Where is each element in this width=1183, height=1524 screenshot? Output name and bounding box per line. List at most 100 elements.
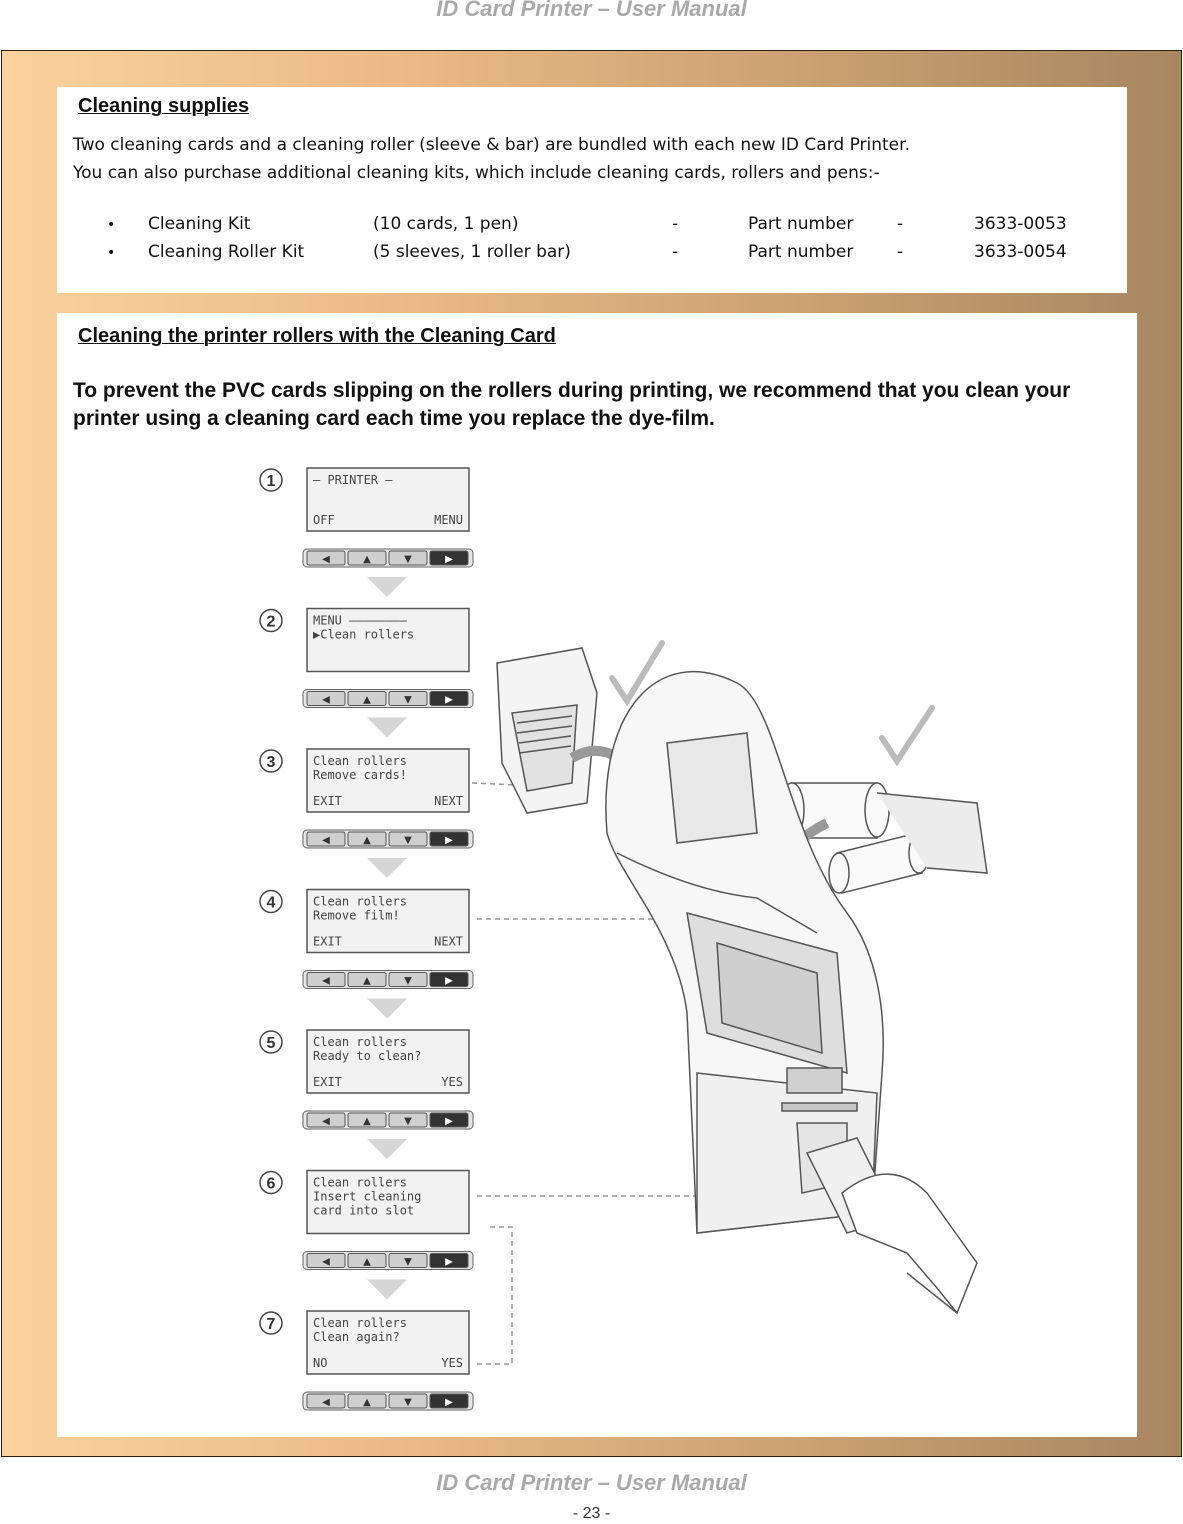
down-arrow-icon	[367, 858, 407, 878]
nav-key	[347, 691, 387, 706]
kit-name: Cleaning Kit	[148, 214, 251, 234]
arrow-down-icon: ▼	[404, 1397, 412, 1408]
lcd-screen	[306, 1310, 470, 1375]
arrow-down-icon: ▼	[404, 1257, 412, 1268]
nav-key	[429, 831, 469, 847]
lcd-softkey-right: YES	[441, 1356, 463, 1370]
step-number-badge	[259, 889, 283, 914]
arrow-left-icon: ◀	[322, 835, 330, 846]
lcd-line: card into slot	[313, 1204, 414, 1218]
separator: -	[672, 242, 679, 262]
nav-key	[306, 691, 346, 706]
step-number: 3	[267, 754, 276, 771]
lcd-line: MENU ————————	[313, 614, 408, 628]
page-number: - 23 -	[572, 1505, 611, 1522]
arrow-up-icon: ▲	[363, 976, 371, 987]
section-heading-supplies: Cleaning supplies	[78, 95, 250, 117]
part-number: 3633-0054	[974, 242, 1067, 262]
lcd-line: ▶Clean rollers	[313, 628, 414, 642]
arrow-down-icon: ▼	[404, 976, 412, 987]
arrow-right-icon: ▶	[445, 1257, 453, 1268]
nav-key	[388, 831, 428, 847]
connector-step7	[477, 1226, 513, 1365]
nav-key	[429, 972, 469, 987]
checkmark-icon	[609, 640, 665, 707]
supplies-intro-line-1: Two cleaning cards and a cleaning roller…	[73, 135, 910, 155]
running-header: ID Card Printer – User Manual	[436, 0, 747, 21]
arrow-left-icon: ◀	[322, 695, 330, 706]
down-arrow-icon	[367, 998, 407, 1019]
hand-icon	[805, 1137, 978, 1315]
arrow-right-icon: ▶	[445, 976, 453, 987]
lcd-line: Clean rollers	[313, 1176, 407, 1190]
card-hopper-icon	[496, 647, 598, 814]
arrow-down-icon: ▼	[404, 835, 412, 846]
nav-key	[388, 1112, 428, 1128]
arrow-right-icon: ▶	[445, 695, 453, 706]
ribbon-roll-icon	[779, 782, 988, 894]
lcd-screen	[306, 607, 470, 673]
step-number-badge	[259, 749, 283, 773]
lcd-line: Clean rollers	[313, 754, 407, 768]
lcd-softkey-left: EXIT	[313, 1075, 342, 1089]
section-heading-rollers: Cleaning the printer rollers with the Cl…	[78, 325, 556, 347]
step-number: 7	[267, 1316, 276, 1333]
nav-key	[347, 831, 387, 847]
arrow-up-icon: ▲	[363, 1116, 371, 1127]
supplies-intro-line-2: You can also purchase additional cleanin…	[73, 163, 880, 183]
kit-contents: (10 cards, 1 pen)	[373, 214, 519, 234]
part-number: 3633-0053	[974, 214, 1067, 234]
step-number: 2	[267, 614, 276, 631]
arrow-up-icon: ▲	[363, 554, 371, 565]
nav-key	[306, 550, 346, 566]
arrow-up-icon: ▲	[363, 1257, 371, 1268]
down-arrow-icon	[367, 1279, 407, 1300]
step-number-badge	[259, 608, 283, 633]
nav-key	[388, 550, 428, 566]
step-number: 5	[267, 1035, 276, 1052]
nav-key	[347, 1393, 387, 1409]
nav-key	[306, 972, 346, 987]
nav-key	[429, 550, 469, 566]
arrow-down-icon: ▼	[404, 1116, 412, 1127]
list-item: • Cleaning Roller Kit (5 sleeves, 1 roll…	[107, 242, 1107, 270]
lcd-line: Remove film!	[313, 909, 400, 923]
step-number: 4	[267, 895, 276, 912]
lcd-line: Clean rollers	[313, 1316, 407, 1330]
nav-key	[388, 1253, 428, 1268]
step-number-badge	[259, 468, 283, 492]
arrow-up-icon: ▲	[363, 695, 371, 706]
arrow-right-icon: ▶	[445, 835, 453, 846]
rollers-intro: To prevent the PVC cards slipping on the…	[73, 379, 1071, 430]
arrow-left-icon: ◀	[322, 1116, 330, 1127]
down-arrow-icon	[367, 1139, 407, 1159]
nav-key	[347, 972, 387, 987]
lcd-softkey-left: EXIT	[313, 935, 342, 949]
arrow-up-icon: ▲	[363, 1397, 371, 1408]
nav-key	[347, 1253, 387, 1268]
lcd-softkey-right: YES	[441, 1075, 463, 1089]
running-footer: ID Card Printer – User Manual	[436, 1470, 747, 1495]
nav-key	[388, 691, 428, 706]
separator: -	[672, 214, 679, 234]
nav-key	[388, 972, 428, 987]
lcd-softkey-left: EXIT	[313, 794, 342, 808]
nav-key	[306, 1393, 346, 1409]
nav-key	[306, 1253, 346, 1268]
content-frame: Cleaning supplies Two cleaning cards and…	[1, 50, 1182, 1457]
lcd-line: — PRINTER —	[313, 473, 393, 487]
lcd-screen	[306, 467, 470, 532]
bullet-icon: •	[107, 217, 116, 233]
step-number: 1	[267, 473, 276, 490]
lcd-softkey-left: NO	[313, 1356, 327, 1370]
lcd-line: Remove cards!	[313, 768, 407, 782]
lcd-screen	[306, 1169, 470, 1235]
nav-key	[306, 831, 346, 847]
arrow-left-icon: ◀	[322, 554, 330, 565]
arrow-right-icon: ▶	[445, 1397, 453, 1408]
